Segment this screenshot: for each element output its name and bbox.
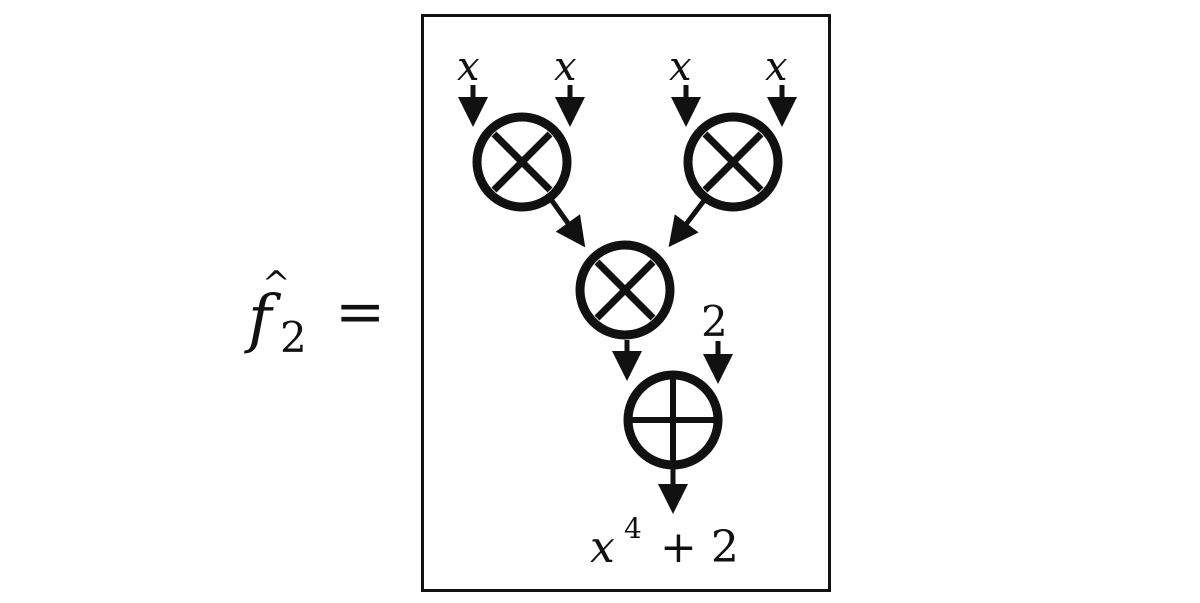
multiply-node-left: [472, 112, 572, 212]
arrow-icon: [547, 196, 586, 248]
intermediate-arrows: [547, 196, 708, 248]
arrow-icon: [668, 196, 708, 248]
output-exponent: 4: [624, 512, 642, 545]
add-node: [623, 370, 723, 470]
input-x-2: x: [554, 44, 577, 90]
input-arrows: [458, 85, 797, 128]
output-expression: x 4 + 2: [590, 512, 739, 573]
input-x-1: x: [457, 44, 480, 90]
lhs-expression: f ^ 2 =: [244, 264, 385, 362]
equals-sign: =: [335, 277, 385, 347]
multiply-node-right: [683, 112, 783, 212]
output-base: x: [590, 522, 615, 573]
input-x-4: x: [765, 44, 788, 90]
output-rest: + 2: [660, 522, 739, 573]
hat-accent: ^: [262, 264, 291, 304]
subscript: 2: [280, 313, 307, 362]
input-x-3: x: [669, 44, 692, 90]
constant-two: 2: [701, 297, 728, 346]
add-input-arrows: [612, 340, 733, 385]
graph-frame: [421, 14, 831, 592]
multiply-node-center: [575, 240, 675, 340]
